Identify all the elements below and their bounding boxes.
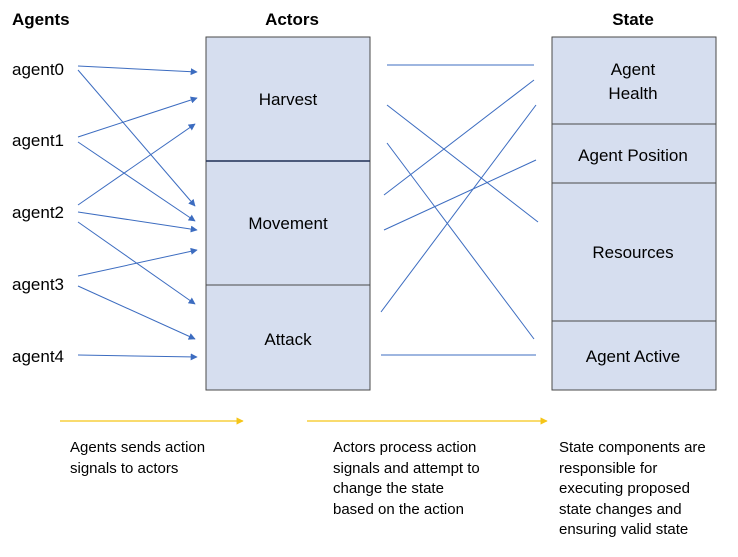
caption-state: State components are responsible for exe… xyxy=(559,438,706,541)
arrow-agent0-harvest xyxy=(77,65,198,76)
state-agent-active-label: Agent Active xyxy=(586,347,681,366)
line-harvest-resources xyxy=(386,104,539,223)
state-column: Agent Health Agent Position Resources Ag… xyxy=(551,36,717,391)
arrow-agent1-movement xyxy=(77,141,196,222)
caption-actors: Actors process action signals and attemp… xyxy=(333,438,480,520)
state-header: State xyxy=(612,10,654,29)
agent-label-4: agent4 xyxy=(12,347,64,366)
caption-agents-line: Agents sends action xyxy=(70,439,206,456)
caption-state-line: executing proposed xyxy=(559,480,690,497)
agent-label-3: agent3 xyxy=(12,275,64,294)
line-movement-position xyxy=(383,159,537,231)
caption-actors-line: signals and attempt to xyxy=(333,459,480,477)
state-agent-health-label-line2: Health xyxy=(608,84,657,103)
state-agent-position-label: Agent Position xyxy=(578,146,688,165)
actors-column: Harvest Movement Attack xyxy=(205,36,371,391)
actor-attack-label: Attack xyxy=(264,330,312,349)
state-agent-health-label-line1: Agent xyxy=(611,60,656,79)
caption-actors-line: change the state xyxy=(333,480,444,497)
caption-state-line: ensuring valid state xyxy=(559,521,689,538)
arrow-agent2-movement xyxy=(77,211,198,233)
actor-movement-label: Movement xyxy=(248,214,328,233)
agent-to-actor-arrows xyxy=(77,65,198,361)
arrow-agent3-attack xyxy=(77,285,196,340)
agent-label-2: agent2 xyxy=(12,203,64,222)
actors-header: Actors xyxy=(265,10,319,29)
arrow-agent0-movement xyxy=(77,69,196,207)
agents-header: Agents xyxy=(12,10,70,29)
state-resources-label: Resources xyxy=(592,243,673,262)
line-movement-health xyxy=(383,79,535,196)
caption-state-line: state changes and xyxy=(559,500,682,518)
state-agent-active-box xyxy=(551,320,717,391)
arrow-agent2-harvest xyxy=(77,123,196,206)
actor-attack-box xyxy=(205,284,371,391)
caption-state-line: responsible for xyxy=(559,459,658,477)
state-resources-box xyxy=(551,182,717,322)
caption-actors-line: Actors process action xyxy=(333,439,477,456)
arrow-agent3-movement xyxy=(77,247,198,277)
line-attack-health xyxy=(380,104,537,313)
actor-harvest-label: Harvest xyxy=(259,90,318,109)
state-agent-health-box xyxy=(551,36,717,125)
caption-agents: Agents sends action signals to actors xyxy=(70,438,205,479)
arrow-agent1-harvest xyxy=(77,96,198,138)
caption-agents-line: signals to actors xyxy=(70,459,179,477)
agent-label-0: agent0 xyxy=(12,60,64,79)
arrow-agent4-attack xyxy=(77,353,198,361)
caption-state-line: State components are xyxy=(559,439,706,456)
caption-actors-line: based on the action xyxy=(333,500,464,518)
line-harvest-active xyxy=(386,142,535,340)
agent-label-1: agent1 xyxy=(12,131,64,150)
actor-to-state-lines xyxy=(380,64,539,356)
